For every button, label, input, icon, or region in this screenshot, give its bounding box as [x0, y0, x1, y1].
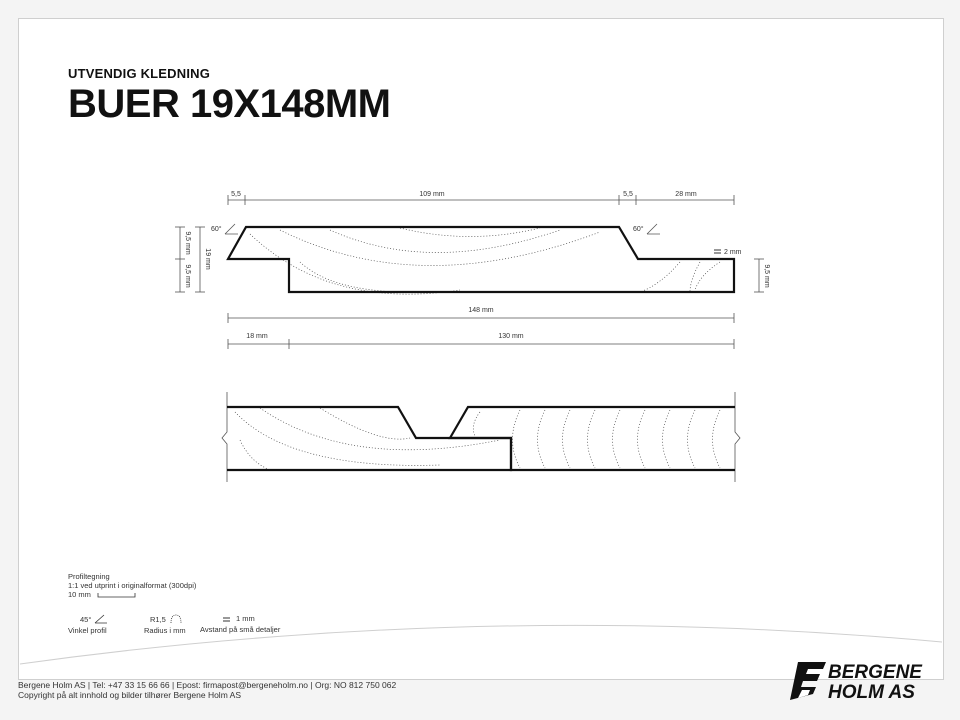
profile-outline — [226, 225, 736, 294]
bergene-holm-logo: BERGENE HOLM AS — [790, 662, 923, 702]
drawing-sheet — [18, 18, 944, 680]
legend-spacing-value: 1 mm — [236, 614, 255, 623]
legend-radius: R1,5 Radius i mm — [144, 614, 186, 636]
angle-right-label: 60° — [633, 225, 644, 233]
logo-line2: HOLM AS — [828, 682, 915, 702]
assembly-grain — [234, 407, 721, 471]
legend-angle-value: 45° — [80, 614, 92, 624]
angle-icon — [95, 614, 108, 624]
profile-grain — [249, 227, 721, 295]
legend-angle-label: Vinkel profil — [68, 626, 107, 635]
angle-left-label: 60° — [211, 225, 222, 233]
logo-line1: BERGENE — [828, 662, 923, 683]
dim-left-upper: 9,5 mm — [184, 231, 191, 255]
angle-left-icon — [224, 223, 238, 235]
top-dimension-lines — [227, 195, 735, 205]
dim-bottom-b: 130 mm — [498, 333, 523, 340]
legend-profile: Profiltegning 1:1 ved utprint i original… — [68, 572, 196, 599]
assembly-board-right — [448, 405, 735, 472]
total-width-dimension — [227, 313, 735, 323]
dim-top-b: 109 mm — [419, 191, 444, 198]
legend-radius-value: R1,5 — [150, 614, 166, 624]
legend-profile-title: Profiltegning — [68, 572, 110, 581]
footer: Bergene Holm AS | Tel: +47 33 15 66 66 |… — [18, 680, 396, 700]
dim-left-total: 19 mm — [204, 248, 211, 270]
scale-bar-icon — [97, 592, 136, 597]
dim-right-side: 9,5 mm — [763, 264, 770, 288]
angle-right-icon — [646, 223, 660, 235]
dim-top-a: 5,5 — [231, 191, 241, 198]
left-dimension-lines — [175, 226, 205, 293]
dim-top-d: 28 mm — [675, 191, 697, 198]
legend-spacing: 1 mm Avstand på små detaljer — [200, 614, 280, 634]
page-title: BUER 19X148MM — [68, 82, 391, 126]
dim-bottom-a: 18 mm — [246, 333, 268, 340]
radius-icon — [170, 614, 182, 624]
dim-top-c: 5,5 — [623, 191, 633, 198]
legend-spacing-label: Avstand på små detaljer — [200, 625, 281, 634]
footer-copyright: Copyright på alt innhold og bilder tilhø… — [18, 690, 242, 700]
subtitle: UTVENDIG KLEDNING — [68, 66, 211, 81]
right-dimension-lines — [754, 258, 764, 293]
legend-scale: 10 mm — [68, 590, 196, 599]
logo-mark-icon — [790, 662, 826, 700]
spacing-icon — [714, 249, 721, 254]
legend-scale-label: 10 mm — [68, 590, 91, 599]
bottom-dimension-lines — [227, 339, 735, 349]
legend-angle: 45° Vinkel profil — [68, 614, 108, 635]
spacing-legend-icon — [223, 617, 230, 621]
sheet-curve — [19, 624, 943, 665]
dim-right-small: 2 mm — [724, 249, 742, 256]
footer-contact: Bergene Holm AS | Tel: +47 33 15 66 66 |… — [18, 680, 397, 690]
dim-total-width: 148 mm — [468, 307, 493, 314]
dim-left-lower: 9,5 mm — [184, 264, 191, 288]
assembly-end-lines — [221, 392, 741, 482]
legend-radius-label: Radius i mm — [144, 626, 186, 635]
legend-profile-note: 1:1 ved utprint i originalformat (300dpi… — [68, 581, 197, 590]
